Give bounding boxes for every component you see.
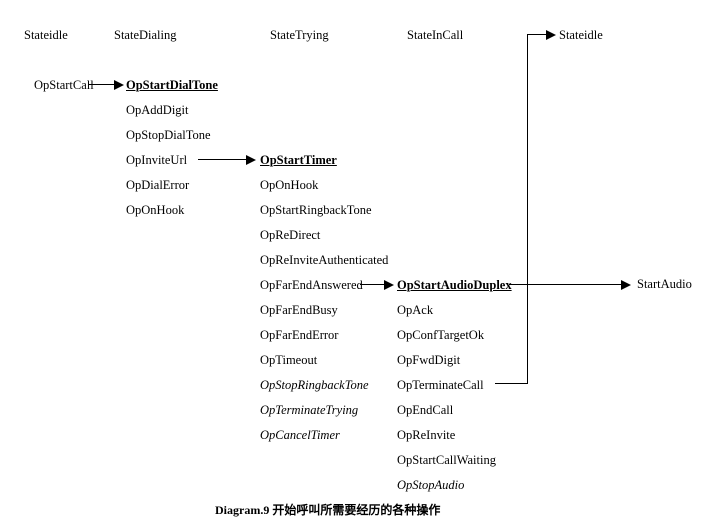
operation-item: OpEndCall	[397, 403, 454, 417]
operation-item: OpDialError	[126, 178, 190, 192]
operation-item: OpTimeout	[260, 353, 318, 367]
arrowhead-icon-riser-to-stateidle	[546, 29, 556, 40]
operation-item: OpReInvite	[397, 428, 456, 442]
operation-item: OpAddDigit	[126, 103, 189, 117]
arrowhead-icon-opstartcall-to-opstartdialtone	[114, 79, 124, 90]
operation-item: OpStopAudio	[397, 478, 465, 492]
column-header-stateidle-right: Stateidle	[559, 28, 603, 42]
operation-item: OpConfTargetOk	[397, 328, 485, 342]
arrowhead-icon-opstartaudioduplex-to-startaudio	[621, 279, 631, 290]
output-label-startaudio: StartAudio	[637, 277, 692, 291]
operation-item: OpInviteUrl	[126, 153, 188, 167]
connector-line-opstartaudioduplex-to-startaudio	[509, 284, 622, 285]
operation-item: OpStartAudioDuplex	[397, 278, 512, 292]
operation-item: OpStartRingbackTone	[260, 203, 372, 217]
operation-item: OpOnHook	[126, 203, 185, 217]
operation-item: OpReInviteAuthenticated	[260, 253, 389, 267]
connector-line-opinviteurl-to-opstarttimer	[198, 159, 247, 160]
column-header-statedialing: StateDialing	[114, 28, 177, 42]
operation-item: OpStopDialTone	[126, 128, 211, 142]
connector-line-opstartcall-to-opstartdialtone	[88, 84, 115, 85]
operation-item: OpStartCall	[34, 78, 94, 92]
operation-item: OpStartDialTone	[126, 78, 218, 92]
operation-item: OpTerminateTrying	[260, 403, 359, 417]
arrowhead-icon-opinviteurl-to-opstarttimer	[246, 154, 256, 165]
connector-line-riser-to-stateidle	[527, 34, 547, 35]
operation-item: OpFarEndAnswered	[260, 278, 363, 292]
operation-item: OpFwdDigit	[397, 353, 461, 367]
arrowhead-icon-opfarendanswered-to-opstartaudioduplex	[384, 279, 394, 290]
operation-item: OpStopRingbackTone	[260, 378, 369, 392]
operation-item: OpOnHook	[260, 178, 319, 192]
operation-item: OpStartTimer	[260, 153, 337, 167]
operation-item: OpFarEndError	[260, 328, 339, 342]
operation-item: OpStartCallWaiting	[397, 453, 496, 467]
connector-line-opterminatecall-to-stateidle-riser	[495, 383, 528, 384]
connector-line-opfarendanswered-to-opstartaudioduplex	[360, 284, 385, 285]
column-header-stateincall: StateInCall	[407, 28, 464, 42]
operation-item: OpFarEndBusy	[260, 303, 338, 317]
diagram-caption: Diagram.9 开始呼叫所需要经历的各种操作	[215, 503, 441, 517]
operation-item: OpCancelTimer	[260, 428, 340, 442]
column-header-statetrying: StateTrying	[270, 28, 329, 42]
column-header-stateidle-left: Stateidle	[24, 28, 68, 42]
operation-item: OpAck	[397, 303, 434, 317]
connector-line-stateidle-return-riser	[527, 34, 528, 383]
operation-item: OpReDirect	[260, 228, 321, 242]
operation-item: OpTerminateCall	[397, 378, 484, 392]
